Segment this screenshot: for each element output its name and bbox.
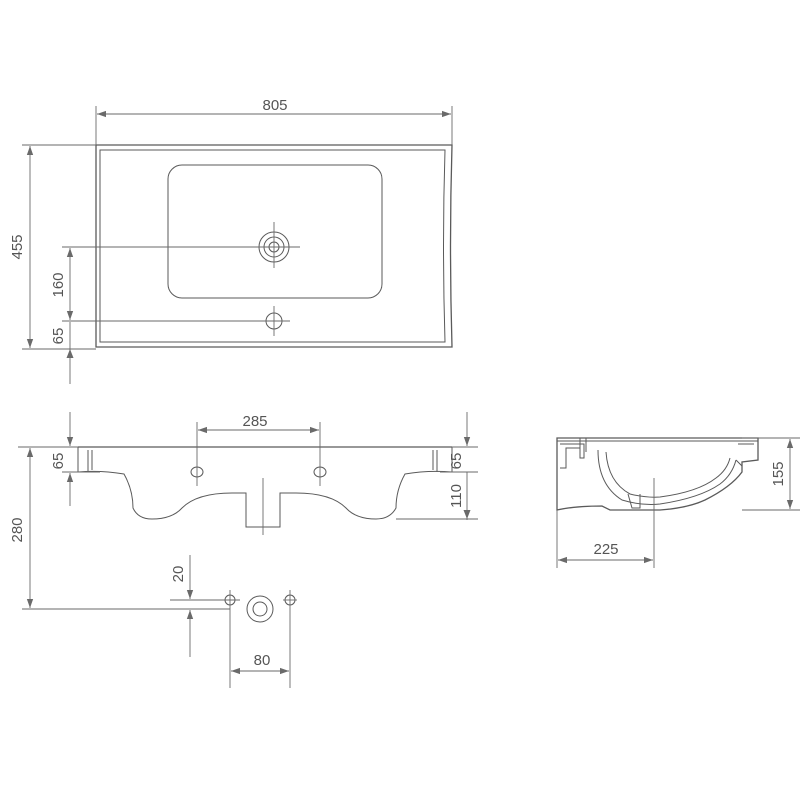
hole-height-dimension-label: 20 [170, 566, 187, 583]
side-bowl-inner-curve [605, 451, 731, 498]
side-tap-hole [579, 438, 587, 456]
side-drain-distance-dimension-label: 225 [593, 541, 618, 558]
bowl-outline [167, 164, 383, 299]
side-view: 155 225 [556, 437, 800, 568]
front-right-rim [432, 450, 438, 472]
bowl-depth-dimension-label: 110 [448, 484, 465, 508]
side-outer-outline [556, 437, 759, 511]
hole-spacing-dimension-label: 285 [242, 413, 267, 430]
hole-detail-view: 20 80 [170, 555, 297, 688]
detail-drain-outer [246, 595, 274, 623]
side-bowl-curve [597, 449, 737, 505]
side-height-dimension-label: 155 [770, 461, 787, 486]
left-rim-height-dimension-label: 65 [50, 453, 67, 470]
top-view: 805 455 160 65 [9, 97, 453, 384]
front-left-rim [87, 450, 93, 472]
drain-offset-dimension-label: 160 [50, 272, 67, 297]
front-view: 285 65 65 110 280 [9, 412, 478, 610]
side-rear-lip [735, 443, 754, 467]
front-body-outline [77, 447, 453, 528]
depth-dimension-label: 455 [9, 234, 26, 259]
right-rim-height-dimension-label: 65 [448, 453, 465, 470]
detail-hole-spacing-dimension-label: 80 [254, 652, 271, 669]
tap-offset-dimension-label: 65 [50, 328, 67, 345]
width-dimension-label: 805 [262, 97, 287, 114]
basin-inner-rim [99, 149, 446, 343]
basin-outline [95, 144, 453, 348]
total-height-dimension-label: 280 [9, 517, 26, 542]
detail-drain-inner [252, 601, 268, 617]
side-drain-pipe [627, 493, 641, 509]
